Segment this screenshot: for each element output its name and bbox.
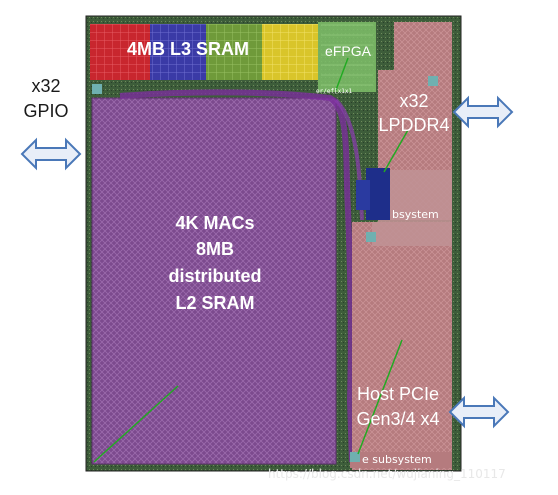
gpio-label: GPIO	[23, 101, 69, 121]
l2-pointer	[93, 385, 179, 463]
efpga-block	[318, 22, 376, 92]
l2-distributed-label: distributed	[168, 266, 262, 286]
pcie-subsystem-label: e subsystem	[362, 453, 432, 466]
lpddr-count-label: x32	[399, 91, 429, 111]
pcie-subsystem-bar	[350, 452, 452, 468]
lpddr-subsystem-label: bsystem	[392, 208, 439, 221]
pcie-arrow-icon	[448, 395, 510, 429]
l3-sram-red	[90, 24, 150, 80]
macs-label: 4K MACs	[175, 213, 255, 233]
watermark: https://blog.csdn.net/wujianing_110117	[268, 467, 506, 481]
pcie-label: Host PCIe	[356, 384, 440, 404]
gpio-count-label: x32	[31, 76, 61, 96]
lpddr-pointer	[383, 129, 409, 173]
l3-sram-yellow	[262, 24, 318, 80]
pcie-pointer	[357, 339, 403, 455]
efpga-tag-label: er/ef[x1x1	[316, 88, 353, 95]
l3-sram-green	[206, 24, 262, 80]
lpddr-arrow-icon	[452, 95, 514, 129]
l2-sram-block	[91, 97, 337, 465]
pad-br	[350, 452, 360, 462]
l3-sram-blue	[150, 24, 206, 80]
lpddr-label: LPDDR4	[378, 115, 450, 135]
pad-tr	[428, 76, 438, 86]
gpio-arrow-icon	[20, 137, 82, 171]
efpga-pointer	[335, 57, 349, 91]
l2-sram-label: L2 SRAM	[175, 293, 255, 313]
pcie-gen-label: Gen3/4 x4	[356, 409, 440, 429]
pcie-block	[352, 222, 452, 470]
l2-size-label: 8MB	[195, 239, 234, 259]
pad-mr	[366, 232, 376, 242]
pad-tl	[92, 84, 102, 94]
top-right-block	[394, 22, 452, 72]
l3-sram-label: 4MB L3 SRAM	[126, 39, 249, 59]
efpga-label: eFPGA	[325, 43, 371, 59]
routing-traces	[119, 89, 355, 463]
lpddr-subsystem-block	[378, 170, 452, 222]
